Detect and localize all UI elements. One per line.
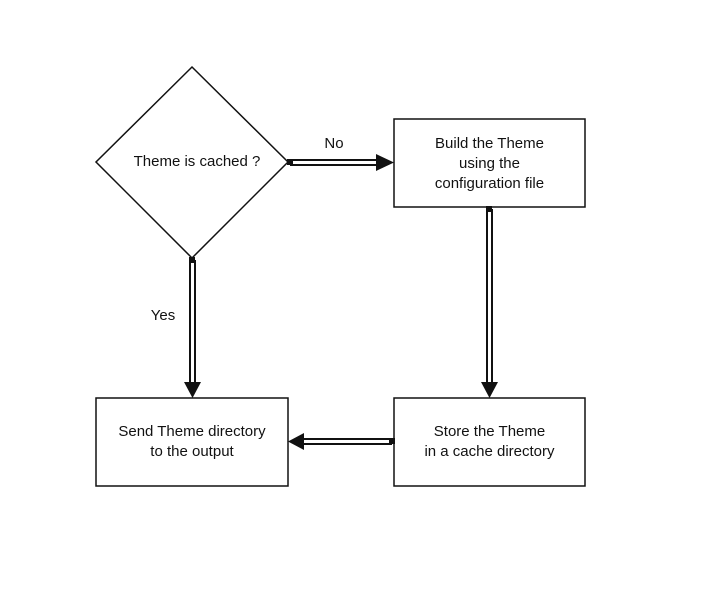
edge-decision-to-build: No <box>287 135 394 171</box>
edge-yes-label: Yes <box>151 307 175 324</box>
build-theme-line-3: configuration file <box>435 175 544 192</box>
store-theme-node: Store the Theme in a cache directory <box>393 397 586 487</box>
edge-store-start-dot <box>389 438 395 444</box>
edge-build-start-dot <box>486 206 492 212</box>
edge-build-to-store <box>481 206 498 398</box>
build-theme-line-1: Build the Theme <box>435 135 544 152</box>
edge-yes-start-dot <box>189 257 195 263</box>
edge-yes-arrowhead <box>184 382 201 398</box>
edge-decision-to-send: Yes <box>151 257 201 398</box>
send-theme-line-1: Send Theme directory <box>118 423 266 440</box>
edge-store-arrowhead <box>288 433 304 450</box>
edge-no-start-dot <box>287 159 293 165</box>
send-theme-box <box>95 397 289 487</box>
send-theme-node: Send Theme directory to the output <box>95 397 289 487</box>
send-theme-line-2: to the output <box>150 443 234 460</box>
edge-no-arrowhead <box>376 154 394 171</box>
store-theme-line-2: in a cache directory <box>424 443 555 460</box>
build-theme-line-2: using the <box>459 155 520 172</box>
edge-store-to-send <box>288 433 395 450</box>
build-theme-node: Build the Theme using the configuration … <box>393 118 586 208</box>
decision-node: Theme is cached ? <box>94 65 290 260</box>
store-theme-line-1: Store the Theme <box>434 423 545 440</box>
edge-no-label: No <box>324 135 343 152</box>
decision-label: Theme is cached ? <box>134 153 261 170</box>
edge-build-arrowhead <box>481 382 498 398</box>
build-theme-box <box>393 118 586 208</box>
